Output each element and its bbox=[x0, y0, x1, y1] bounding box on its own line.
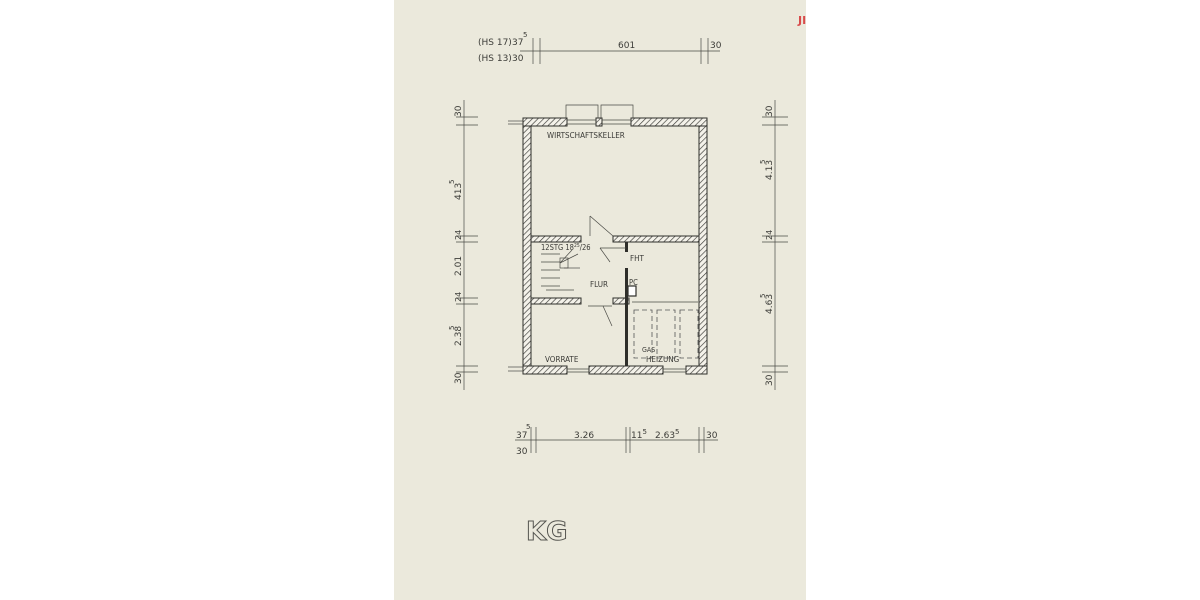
heating-tanks bbox=[632, 301, 699, 359]
room-label-heizung: HEIZUNG bbox=[646, 355, 679, 364]
dim-right-4: 4.63 bbox=[765, 294, 775, 314]
room-label-flur: FLUR bbox=[590, 280, 608, 289]
stair-note: 12STG 1825/26 bbox=[541, 243, 591, 252]
dim-left-3: 24 bbox=[454, 230, 463, 240]
label-fht: FHT bbox=[630, 254, 645, 263]
drawing-sheet bbox=[394, 0, 806, 600]
dim-top-span: 601 bbox=[618, 41, 635, 51]
left-dimension: 30 413 5 24 2.01 24 2.38 5 30 bbox=[448, 100, 478, 390]
dim-bottom-c: 115 bbox=[631, 428, 647, 441]
room-label-wirtschaftskeller: WIRTSCHAFTSKELLER bbox=[547, 131, 625, 140]
dim-hs13-value: 30 bbox=[512, 54, 524, 64]
corner-stamp: JI bbox=[798, 14, 807, 27]
dim-bottom-a-bottom: 30 bbox=[516, 447, 528, 457]
dim-right-5: 5 bbox=[759, 294, 767, 298]
dim-bottom-b: 3.26 bbox=[574, 431, 594, 441]
dim-top-right: 30 bbox=[710, 41, 722, 51]
dim-left-2: 5 bbox=[448, 180, 456, 184]
dim-left-1: 413 bbox=[454, 183, 464, 200]
door-swings bbox=[588, 215, 626, 327]
dim-hs17-sup: 5 bbox=[523, 31, 527, 39]
dim-right-6: 30 bbox=[765, 374, 775, 386]
dim-left-8: 30 bbox=[454, 372, 464, 384]
dim-hs17-label: (HS 17) bbox=[478, 38, 512, 48]
dim-left-0: 30 bbox=[454, 105, 464, 117]
walls bbox=[508, 117, 708, 375]
right-dimension: 30 4.13 5 24 4.63 5 30 bbox=[759, 100, 788, 390]
dim-right-2: 5 bbox=[759, 160, 767, 164]
dim-left-5: 24 bbox=[454, 292, 463, 302]
bottom-dimension: 37 5 30 3.26 115 2.635 30 bbox=[515, 423, 718, 457]
label-pc: PC bbox=[629, 278, 638, 287]
dim-bottom-a-sup: 5 bbox=[526, 423, 530, 431]
dim-left-7: 5 bbox=[448, 326, 456, 330]
dim-right-3: 24 bbox=[765, 230, 774, 240]
dim-left-6: 2.38 bbox=[454, 326, 464, 346]
dim-right-0: 30 bbox=[765, 105, 775, 117]
room-label-vorrate: VORRATE bbox=[545, 355, 579, 364]
staircase bbox=[541, 249, 580, 291]
floor-label: KG bbox=[526, 517, 568, 547]
dim-left-4: 2.01 bbox=[454, 256, 464, 276]
dim-hs17-value: 37 bbox=[512, 38, 523, 48]
dim-right-1: 4.13 bbox=[765, 160, 775, 180]
dim-bottom-a-top: 37 bbox=[516, 431, 527, 441]
dim-bottom-e: 30 bbox=[706, 431, 718, 441]
dim-hs13-label: (HS 13) bbox=[478, 54, 512, 64]
top-windows bbox=[565, 104, 634, 125]
top-dimension: (HS 17) 37 5 (HS 13) 30 601 30 bbox=[478, 31, 722, 64]
dim-bottom-d: 2.635 bbox=[655, 428, 680, 441]
label-gas: GAS bbox=[642, 346, 655, 354]
